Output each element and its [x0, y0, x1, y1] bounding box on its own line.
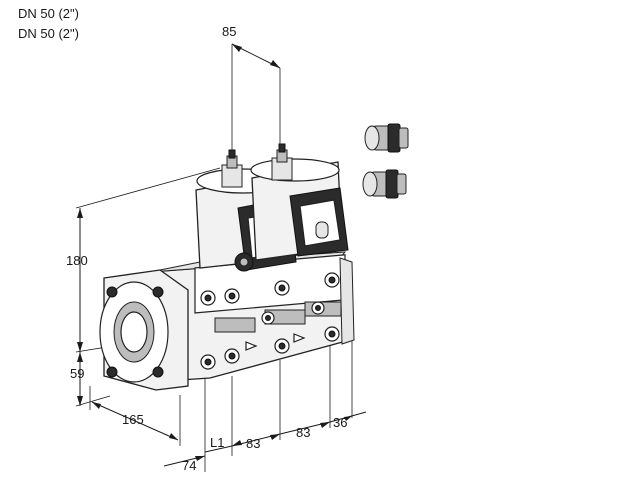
dimension-74-label: 74 [182, 458, 196, 473]
dimension-83-first: 83 [231, 360, 281, 451]
connector-plug-right [271, 143, 293, 181]
dimension-165-label: 165 [122, 412, 144, 427]
model-label-line-2: DN 50 (2") [18, 26, 79, 41]
body-screws [200, 272, 340, 370]
dimension-36-label: 36 [333, 415, 347, 430]
dimension-85-label: 85 [222, 24, 236, 39]
inlet-flange [99, 269, 189, 391]
dimension-180: 180 [66, 167, 221, 352]
dimension-83-first-label: 83 [246, 436, 260, 451]
cable-gland-icon [364, 123, 409, 153]
dimension-L1-label: L1 [210, 435, 224, 450]
dimension-85: 85 [222, 24, 281, 168]
connector-plug-left [221, 149, 243, 188]
cable-gland-icon [362, 169, 407, 199]
dimension-83-second-label: 83 [296, 425, 310, 440]
dimension-59-label: 59 [70, 366, 84, 381]
dimension-180-label: 180 [66, 253, 88, 268]
flow-arrow-icon [245, 333, 306, 351]
solenoid-actuator-right [250, 158, 349, 261]
dimension-L1: L1 [204, 376, 233, 456]
dimension-165: 165 [89, 386, 181, 446]
dimension-74: 74 [163, 372, 206, 473]
outlet-end-cap [339, 257, 355, 345]
model-label-line-1: DN 50 (2") [18, 6, 79, 21]
dimension-83-second: 83 [279, 344, 331, 440]
